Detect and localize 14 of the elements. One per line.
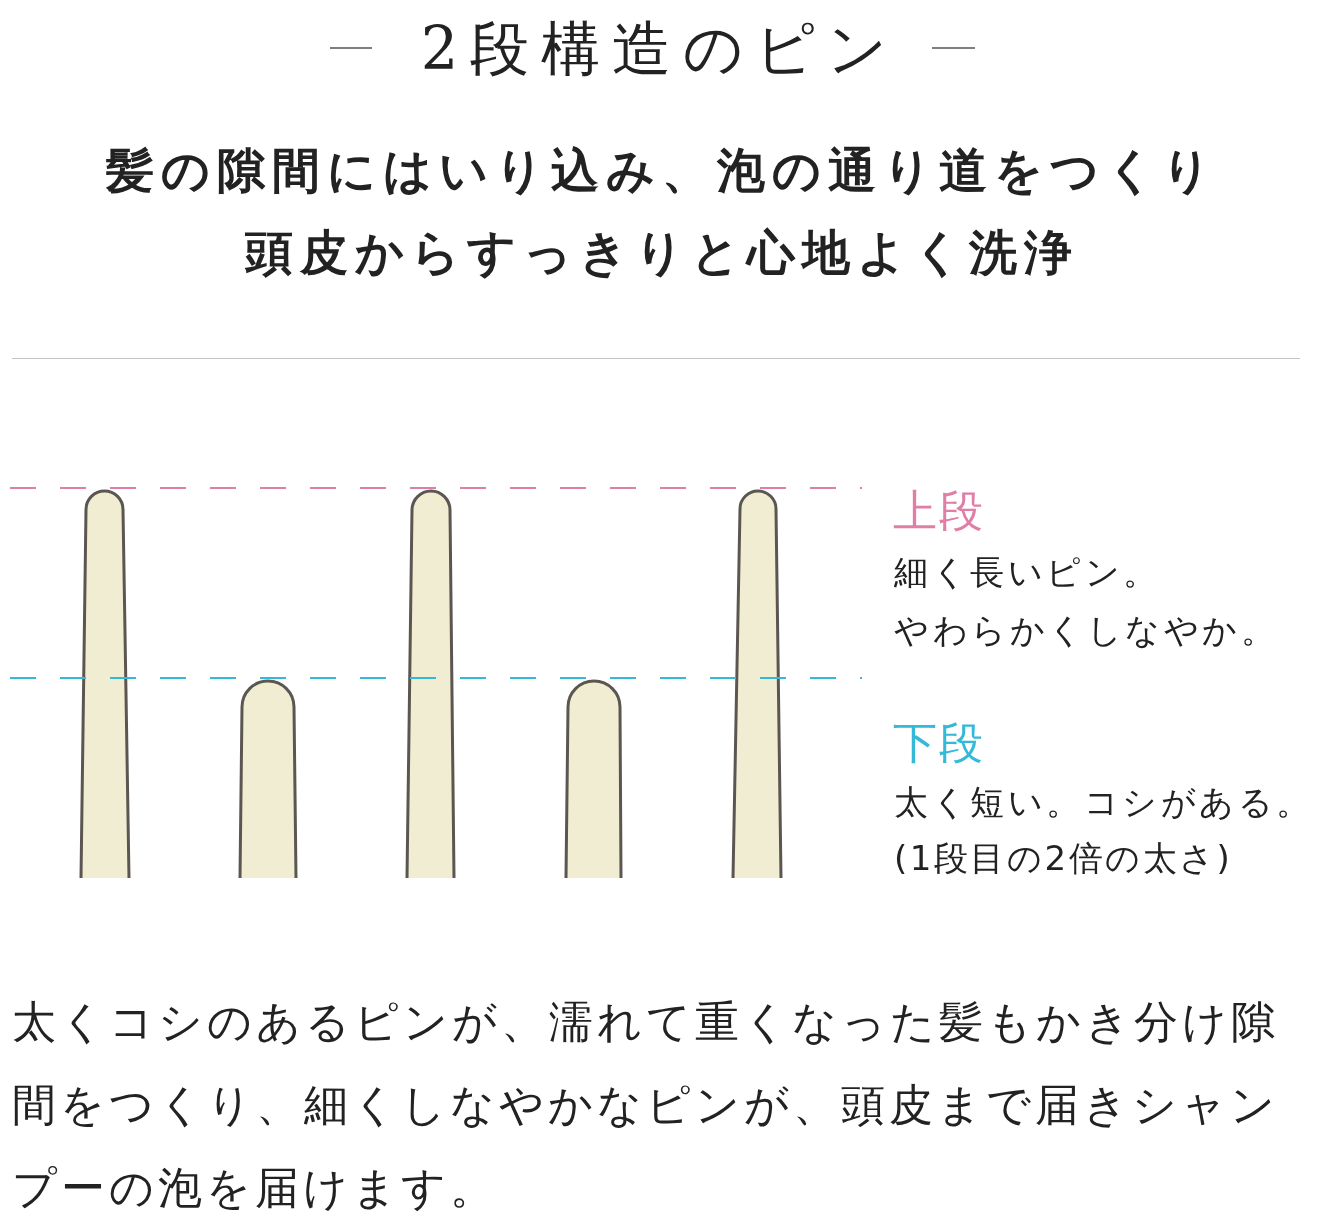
description-text: 太く短い。コシがある。 bbox=[894, 782, 1314, 823]
short-pin bbox=[564, 679, 623, 878]
title: 2段構造のピン bbox=[420, 14, 900, 84]
description-text: (1段目の2倍の太さ) bbox=[894, 838, 1233, 879]
description-text: やわらかくしなやか。 bbox=[894, 610, 1278, 651]
body-text: 太くコシのあるピンが、濡れて重くなった髪もかき分け隙間をつくり、細くしなやかなピンが、頭皮まで届きシャンプーの泡を届けます。 bbox=[12, 995, 1280, 1215]
long-pin bbox=[79, 489, 131, 878]
long-pin bbox=[405, 489, 456, 878]
long-pin bbox=[731, 489, 783, 878]
subtitle: 髪の隙間にはいり込み、泡の通り道をつくり頭皮からすっきりと心地よく洗浄 bbox=[104, 141, 1219, 282]
level-heading: 上段 bbox=[893, 484, 985, 537]
short-pin bbox=[238, 679, 298, 878]
description-text: 細く長いピン。 bbox=[894, 552, 1161, 593]
level-heading: 下段 bbox=[893, 716, 985, 769]
